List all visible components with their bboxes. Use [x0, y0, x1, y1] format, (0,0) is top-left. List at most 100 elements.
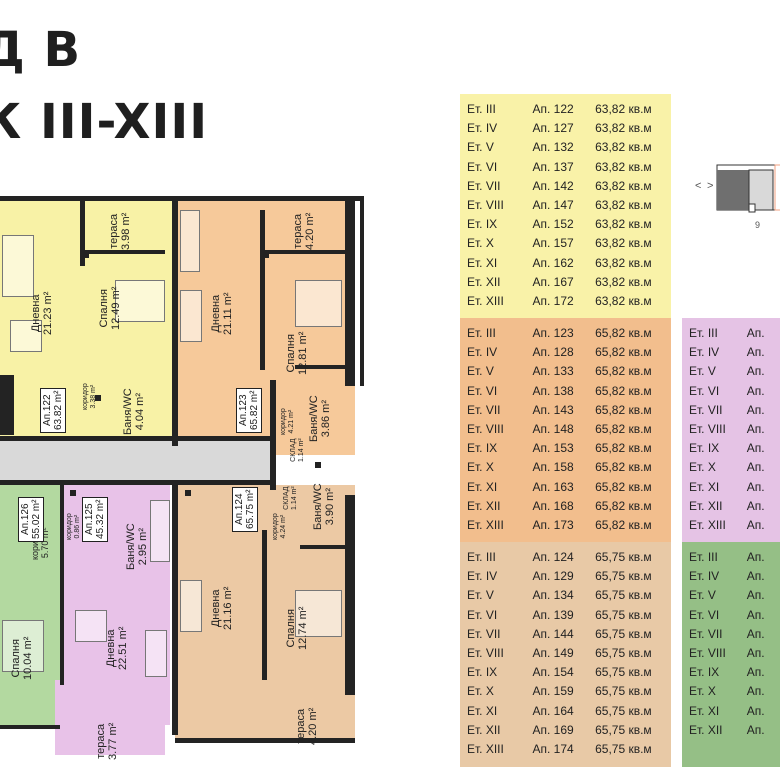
area-cell: 63,82 кв.м	[595, 102, 652, 116]
floor-cell: Ет. VI	[467, 607, 498, 622]
floor-cell: Ет. XII	[467, 274, 501, 289]
area-cell: 65,82 кв.м	[595, 364, 652, 379]
apartment-cell: Ап.	[746, 607, 765, 622]
apartment-cell: Ап. 147	[532, 197, 574, 212]
wall	[0, 480, 275, 485]
area-cell: 65,82 кв.м	[595, 326, 652, 340]
area-cell: 65,75 кв.м	[595, 550, 652, 564]
floor-cell: Ет. IV	[689, 569, 720, 584]
apartment-cell: Ап.	[746, 364, 765, 379]
floor-cell: Ет. IV	[467, 345, 498, 360]
apartment-cell: Ап. 148	[532, 421, 574, 436]
apartment-cell: Ап. 142	[532, 178, 574, 193]
apartment-cell: Ап. 139	[532, 607, 574, 622]
floor-cell: Ет. IV	[467, 569, 498, 584]
apartment-cell: Ап. 174	[532, 741, 574, 756]
apartment-cell: Ап.	[746, 550, 765, 564]
area-cell: 63,82 кв.м	[595, 159, 652, 174]
floor-cell: Ет. XIII	[467, 293, 504, 308]
apartment-cell: Ап. 129	[532, 569, 574, 584]
area-cell: 63,82 кв.м	[595, 140, 652, 155]
apartment-cell: Ап. 168	[532, 498, 574, 513]
apartment-cell: Ап. 163	[532, 479, 574, 494]
table-row: Ет. III Ап.	[682, 548, 780, 567]
wall	[300, 545, 350, 549]
floor-cell: Ет. IX	[689, 441, 720, 456]
floor-cell: Ет. V	[689, 364, 716, 379]
wall	[270, 380, 276, 490]
apartment-cell: Ап.	[746, 517, 765, 532]
key-plan-marker: 9	[755, 220, 761, 230]
apartment-cell: Ап.	[746, 684, 765, 699]
floor-cell: Ет. VIII	[689, 421, 726, 436]
apartment-cell: Ап. 152	[532, 217, 574, 232]
floor-cell: Ет. III	[689, 550, 718, 564]
floor-cell: Ет. III	[689, 326, 718, 340]
floor-cell: Ет. VIII	[467, 197, 504, 212]
column	[315, 462, 321, 468]
area-cell: 65,82 кв.м	[595, 402, 652, 417]
floor-cell: Ет. VII	[467, 626, 501, 641]
area-cell: 63,82 кв.м	[595, 293, 652, 308]
floor-cell: Ет. VII	[689, 626, 723, 641]
area-cell: 65,82 кв.м	[595, 498, 652, 513]
apartment-cell: Ап. 137	[532, 159, 574, 174]
floor-cell: Ет. V	[467, 140, 494, 155]
apartment-cell: Ап.	[746, 460, 765, 475]
apartment-cell: Ап.	[746, 498, 765, 513]
floor-cell: Ет. XII	[467, 498, 501, 513]
area-cell: 63,82 кв.м	[595, 236, 652, 251]
wall	[360, 196, 364, 386]
floor-cell: Ет. V	[467, 364, 494, 379]
wall	[80, 196, 85, 266]
apartment-cell: Ап. 149	[532, 645, 574, 660]
sofa	[2, 235, 34, 297]
floor-cell: Ет. VI	[689, 383, 720, 398]
floor-cell: Ет. XIII	[467, 741, 504, 756]
wall	[60, 485, 64, 685]
apartment-cell: Ап. 153	[532, 441, 574, 456]
floor-cell: Ет. VIII	[467, 421, 504, 436]
apartment-cell: Ап. 162	[532, 255, 574, 270]
apartment-cell: Ап.	[746, 326, 765, 340]
apartment-cell: Ап.	[746, 479, 765, 494]
